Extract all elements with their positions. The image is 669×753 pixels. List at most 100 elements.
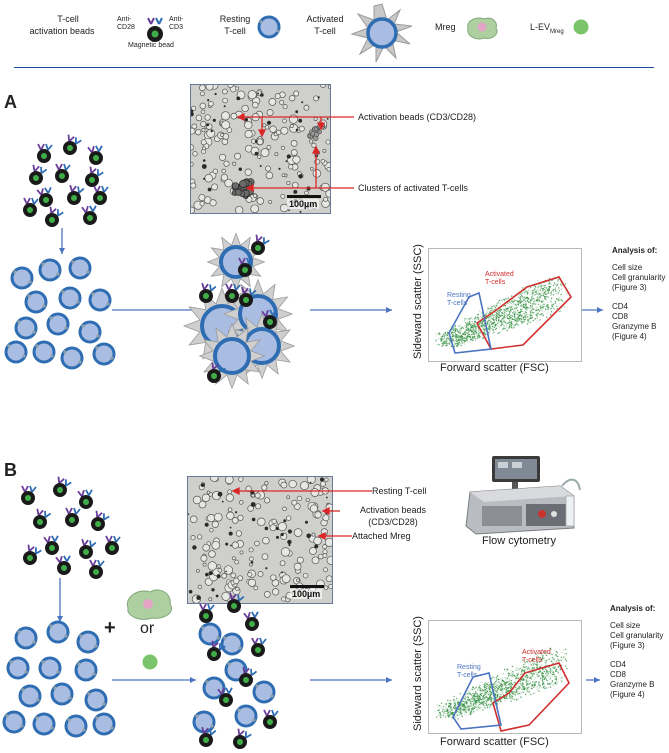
legend-beads-label-line2: activation beads: [29, 26, 95, 36]
resting-t-cell: [32, 712, 56, 736]
activation-bead: [227, 592, 245, 613]
legend-resting-cell-icon: [257, 15, 281, 39]
legend-anti-cd3: Anti- CD3: [169, 16, 184, 31]
resting-t-cell: [88, 288, 112, 312]
activation-bead: [207, 640, 226, 661]
activation-bead: [261, 309, 277, 329]
legend-beads-label-line1: T-cell: [57, 14, 79, 24]
activation-bead: [45, 206, 64, 227]
panel-a-scale-label: 100µm: [287, 199, 320, 209]
activation-bead: [37, 143, 53, 163]
flow-arrow: [582, 307, 603, 313]
flow-arrow: [57, 578, 63, 622]
resting-gate: [448, 291, 492, 354]
legend-mreg-icon: [467, 17, 498, 40]
panel-a-analysis-title: Analysis of:: [612, 246, 658, 255]
resting-t-cell: [38, 656, 62, 680]
activated-t-cell: [198, 322, 266, 390]
panel-a-analysis-item: Cell granularity: [612, 273, 666, 282]
flow-cytometer-icon: [465, 456, 581, 535]
panel-b-label: B: [4, 460, 17, 480]
legend-lev-icon: [573, 19, 589, 35]
activation-bead: [53, 476, 72, 497]
resting-t-cell: [10, 266, 34, 290]
activated-gate: [492, 662, 570, 732]
panel-b-analysis: Analysis of: Cell size Cell granularity …: [610, 604, 663, 700]
legend-activated-line1: Activated: [306, 14, 344, 24]
activation-bead: [23, 544, 42, 565]
activation-bead: [199, 603, 215, 623]
activation-bead: [36, 186, 53, 207]
resting-t-cell: [60, 346, 84, 370]
resting-t-cell: [6, 656, 30, 680]
plus-sign: +: [104, 617, 116, 639]
panel-b-annotation-beads: Activation beads: [359, 505, 427, 515]
divider-line: [14, 67, 654, 68]
activation-bead: [238, 257, 254, 277]
panel-a-analysis-item: (Figure 3): [612, 283, 647, 292]
resting-t-cell: [68, 256, 92, 280]
panel-b-annotation-resting: Resting T-cell: [372, 486, 427, 496]
cell-cluster: [231, 122, 325, 199]
resting-t-cell: [46, 312, 70, 336]
resting-t-cell: [220, 632, 244, 656]
activation-bead: [239, 286, 257, 307]
resting-t-cell: [224, 658, 248, 682]
panel-b-analysis-item: CD4: [610, 660, 627, 669]
resting-t-cell: [38, 258, 62, 282]
activation-bead: [251, 234, 270, 255]
resting-t-cell: [234, 704, 258, 728]
activation-bead: [199, 282, 217, 303]
activation-bead: [91, 510, 110, 531]
activation-bead: [33, 508, 52, 529]
resting-t-cell: [84, 688, 108, 712]
panel-a-annotation-clusters: Clusters of activated T-cells: [358, 183, 468, 193]
resting-t-cell: [32, 340, 56, 364]
activation-bead: [67, 184, 85, 205]
flow-arrow: [310, 307, 392, 313]
legend-resting-line2: T-cell: [224, 26, 246, 36]
panel-b-scale-label: 100µm: [290, 589, 323, 599]
activation-bead: [29, 164, 48, 185]
activation-bead: [225, 283, 241, 303]
activation-bead: [93, 185, 109, 205]
activation-bead: [81, 205, 97, 225]
resting-t-cell: [78, 320, 102, 344]
panel-b-micrograph: 100µm: [187, 476, 333, 604]
panel-a-x-axis-label: Forward scatter (FSC): [440, 362, 549, 374]
resting-t-cell: [64, 714, 88, 738]
activation-bead: [239, 666, 258, 687]
activation-bead: [55, 163, 71, 183]
panel-a-label: A: [4, 92, 17, 112]
activation-bead: [55, 555, 71, 575]
panel-a-micrograph: 100µm: [190, 84, 331, 214]
resting-t-cell: [2, 710, 26, 734]
panel-a-analysis-item: (Figure 4): [612, 332, 647, 341]
resting-t-cell: [24, 290, 48, 314]
panel-b-analysis-item: Cell size: [610, 621, 641, 630]
panel-a-flow-plot: [428, 248, 582, 362]
resting-t-cell: [76, 630, 100, 654]
activation-bead: [105, 535, 121, 555]
panel-b-annotation-mreg: Attached Mreg: [352, 531, 411, 541]
resting-t-cell: [92, 342, 116, 366]
activation-bead: [43, 535, 59, 555]
flow-arrow: [586, 677, 600, 683]
panel-a-scatter: [435, 276, 573, 354]
activation-bead: [85, 166, 104, 187]
flow-arrow: [112, 677, 196, 683]
resting-t-cell: [92, 712, 116, 736]
resting-t-cell: [202, 676, 226, 700]
legend-lev-label: L-EVMreg: [530, 22, 564, 35]
legend-bead-icon: [147, 17, 163, 42]
activation-bead: [63, 134, 82, 155]
legend-activated-cell-icon: [350, 3, 413, 63]
flow-cytometry-label: Flow cytometry: [482, 535, 556, 547]
or-label: or: [140, 620, 155, 637]
